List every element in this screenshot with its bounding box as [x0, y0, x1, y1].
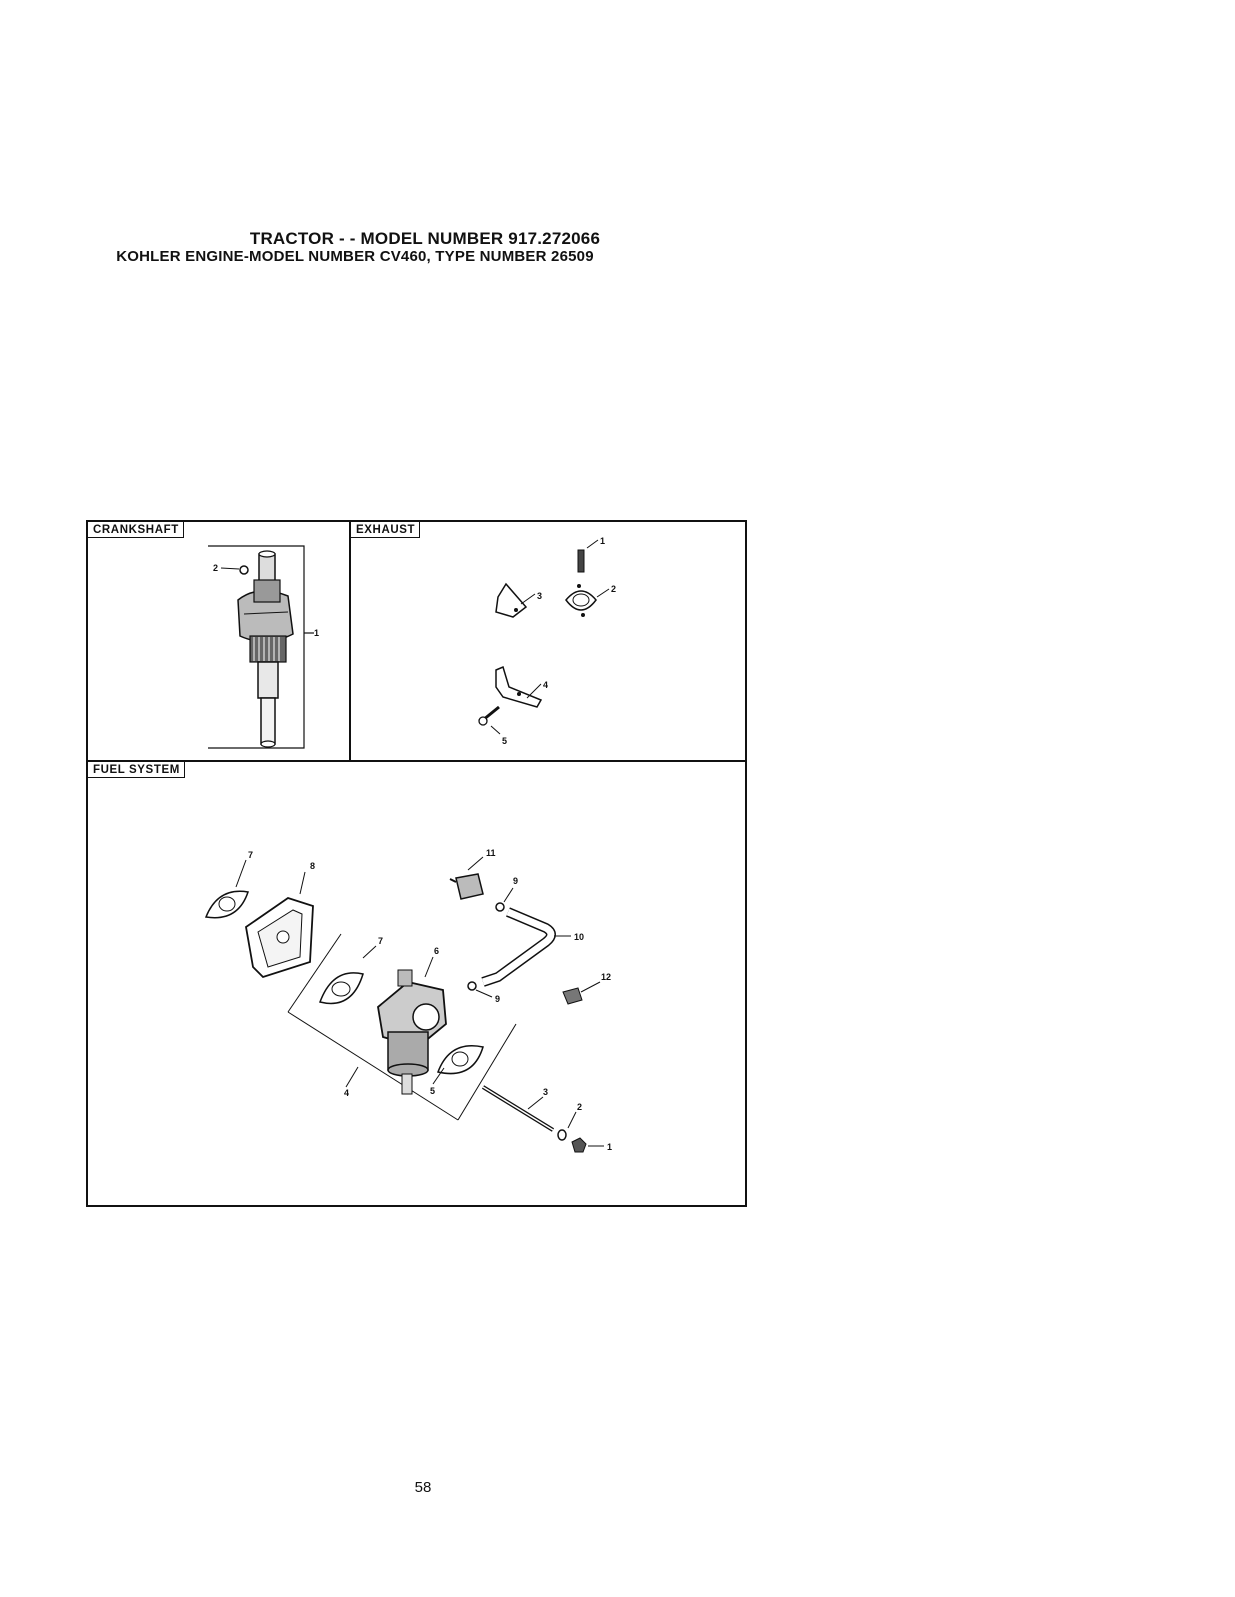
crankshaft-illustration: 1 2	[88, 522, 349, 760]
exhaust-callout-2: 2	[611, 584, 616, 594]
page-title: TRACTOR - - MODEL NUMBER 917.272066	[0, 229, 850, 249]
callout-1: 1	[314, 628, 319, 638]
exhaust-panel: EXHAUST 1 2 3 4 5	[351, 522, 745, 762]
fuel-callout-8: 8	[310, 861, 315, 871]
exhaust-callout-3: 3	[537, 591, 542, 601]
fuel-callout-6: 6	[434, 946, 439, 956]
fuel-callout-9a: 9	[513, 876, 518, 886]
fuel-callout-11: 11	[486, 848, 496, 858]
fuel-system-illustration: 7 8 11 9 10 7 6 12 9 4 5 3 2 1	[88, 762, 745, 1205]
fuel-system-panel: FUEL SYSTEM	[88, 762, 745, 1205]
fuel-callout-10: 10	[574, 932, 584, 942]
page-subtitle: KOHLER ENGINE-MODEL NUMBER CV460, TYPE N…	[0, 248, 710, 265]
fuel-callout-7b: 7	[378, 936, 383, 946]
fuel-callout-3: 3	[543, 1087, 548, 1097]
crankshaft-panel: CRANKSHAFT 1	[88, 522, 351, 762]
fuel-callout-5: 5	[430, 1086, 435, 1096]
callout-2: 2	[213, 563, 218, 573]
fuel-callout-12: 12	[601, 972, 611, 982]
fuel-callout-4: 4	[344, 1088, 349, 1098]
exhaust-illustration: 1 2 3 4 5	[351, 522, 745, 760]
exhaust-callout-4: 4	[543, 680, 548, 690]
exhaust-callout-1: 1	[600, 536, 605, 546]
fuel-callout-9b: 9	[495, 994, 500, 1004]
page-number: 58	[0, 1479, 846, 1496]
exhaust-callout-5: 5	[502, 736, 507, 746]
fuel-callout-1: 1	[607, 1142, 612, 1152]
fuel-callout-2: 2	[577, 1102, 582, 1112]
parts-diagram-frame: CRANKSHAFT 1	[86, 520, 747, 1207]
fuel-callout-7a: 7	[248, 850, 253, 860]
